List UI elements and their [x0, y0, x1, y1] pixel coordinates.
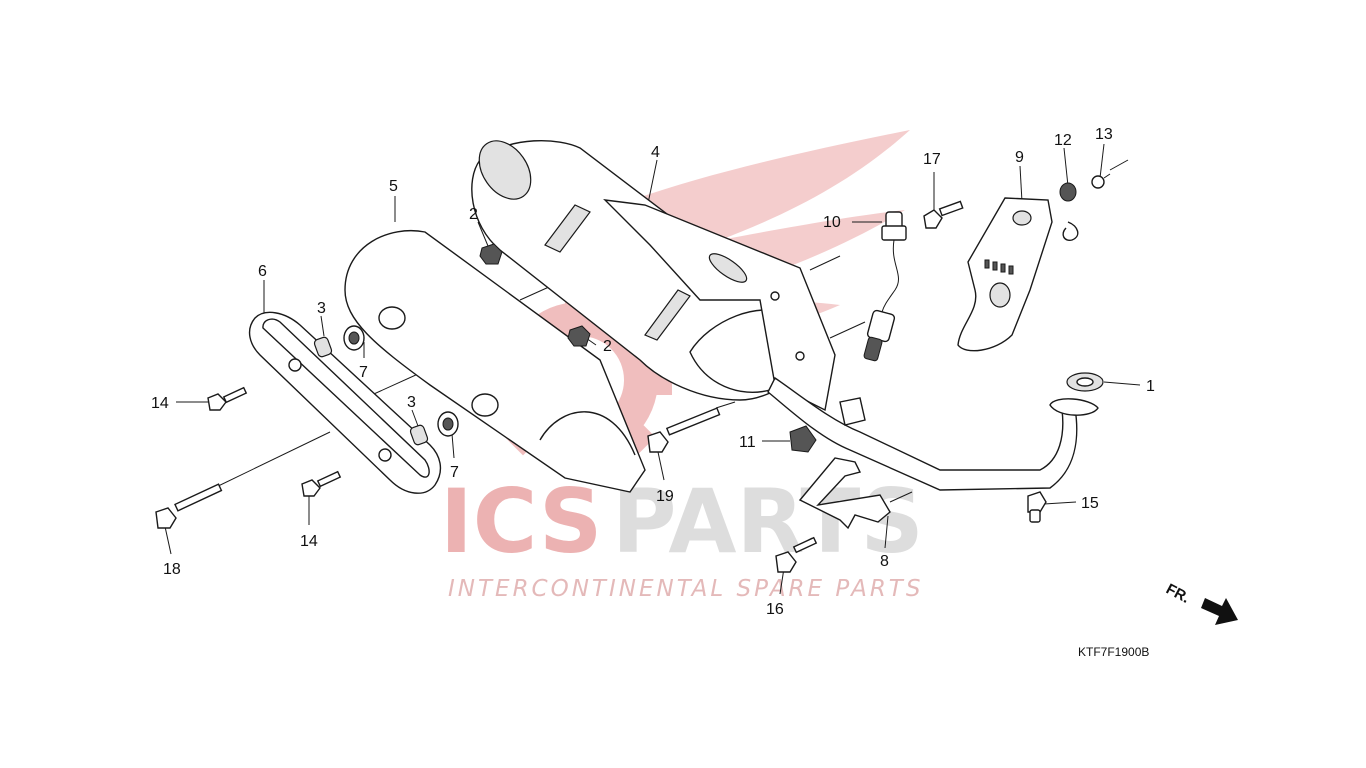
collar-3b: [409, 424, 429, 446]
callout-8: 8: [880, 553, 889, 570]
callout-5: 5: [389, 178, 398, 195]
callout-14b: 14: [300, 533, 318, 550]
bolt-17: [923, 200, 964, 229]
callout-7b: 7: [450, 464, 459, 481]
bolt-16: [775, 536, 818, 573]
callout-1: 1: [1146, 378, 1155, 395]
grommet-7a: [343, 325, 365, 351]
callout-3a: 3: [317, 300, 326, 317]
bolt-15: [1027, 491, 1047, 523]
callout-2b: 2: [603, 338, 612, 355]
callout-6: 6: [258, 263, 267, 280]
grommet-7b: [437, 411, 459, 437]
collar-12: [1059, 182, 1077, 202]
callout-2a: 2: [469, 206, 478, 223]
callout-17: 17: [923, 151, 941, 168]
bolt-18: [155, 483, 223, 529]
callout-12: 12: [1054, 132, 1072, 149]
bolt-14b: [301, 470, 342, 497]
exhaust-protector: [248, 311, 442, 494]
heat-shield: [344, 230, 646, 493]
nut-2b: [567, 325, 591, 347]
callout-16: 16: [766, 601, 784, 618]
exhaust-pipe: [767, 376, 1099, 491]
exhaust-clip: [798, 457, 891, 530]
parts-drawing: [155, 139, 1111, 573]
callout-10: 10: [823, 214, 841, 231]
callout-18: 18: [163, 561, 181, 578]
callout-19: 19: [656, 488, 674, 505]
collar-3a: [313, 336, 333, 358]
nut-2a: [479, 243, 503, 265]
watermark-brand-gray: PARTS: [612, 470, 924, 573]
callout-13: 13: [1095, 126, 1113, 143]
callout-14a: 14: [151, 395, 169, 412]
front-direction-indicator: FR.: [1163, 581, 1238, 625]
muffler-body: [471, 139, 836, 412]
front-label: FR.: [1163, 581, 1192, 607]
pipe-cover: [957, 197, 1079, 352]
callout-labels: 1 2 2 3 3 4 5 6 7 7 8 9 10 11 12 13 14 1…: [151, 126, 1155, 618]
rubber-mount-11: [789, 425, 817, 453]
callout-4: 4: [651, 144, 660, 161]
callout-11: 11: [739, 434, 756, 451]
callout-7a: 7: [359, 364, 368, 381]
callout-9: 9: [1015, 149, 1024, 166]
bolt-13: [1091, 173, 1111, 189]
callout-3b: 3: [407, 394, 416, 411]
bolt-19: [647, 407, 721, 453]
front-arrow-icon: [1201, 598, 1238, 625]
watermark-tagline: INTERCONTINENTAL SPARE PARTS: [448, 576, 923, 602]
diagram-code: KTF7F1900B: [1078, 645, 1149, 659]
oxygen-sensor: [863, 211, 907, 362]
bolt-14a: [207, 386, 248, 411]
callout-15: 15: [1081, 495, 1099, 512]
watermark-brand-red: ICS: [440, 470, 602, 573]
